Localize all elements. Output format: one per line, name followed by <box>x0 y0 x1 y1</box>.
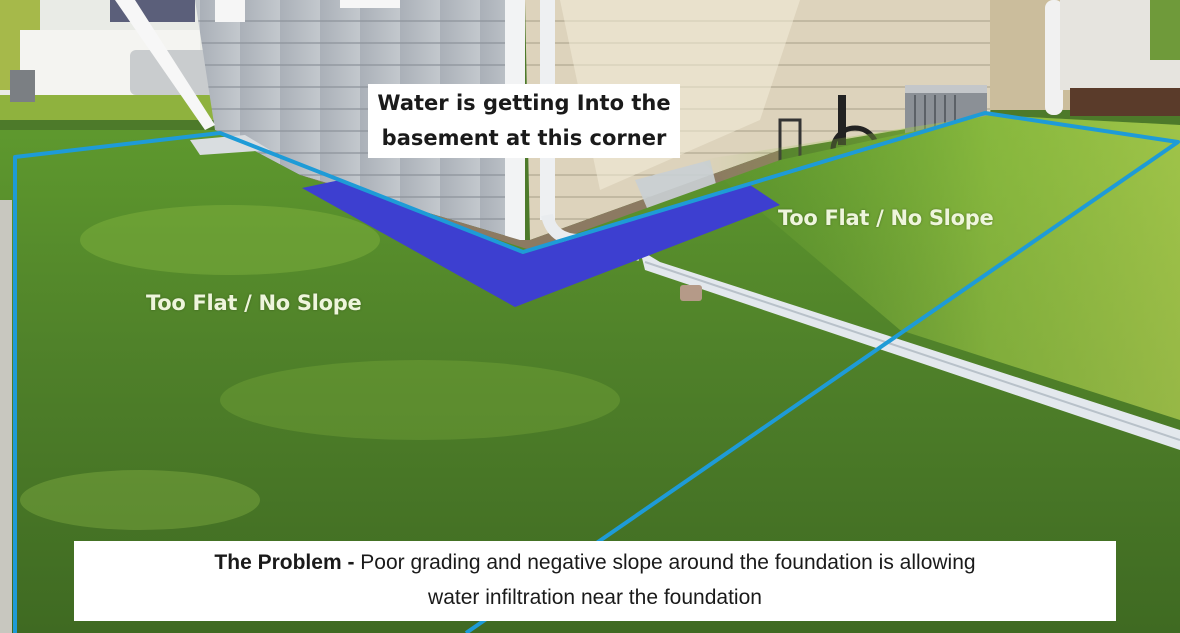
problem-area-highlight <box>302 180 780 307</box>
pole <box>115 0 215 130</box>
callout-line-1: Water is getting Into the <box>377 91 671 115</box>
problem-line-1: The Problem - Poor grading and negative … <box>74 545 1116 580</box>
problem-line-2: water infiltration near the foundation <box>428 586 762 609</box>
fence <box>0 200 12 633</box>
area-outline <box>13 111 1180 633</box>
problem-lead: The Problem - <box>214 551 355 574</box>
callout-corner-leak: Water is getting Into the basement at th… <box>368 84 680 158</box>
grass-label-right: Too Flat / No Slope <box>778 206 994 230</box>
house-wall-left <box>195 0 525 240</box>
callout-line-2: basement at this corner <box>381 126 667 150</box>
problem-line-1-text: Poor grading and negative slope around t… <box>354 551 976 574</box>
concrete-pad <box>190 135 270 155</box>
problem-caption: The Problem - Poor grading and negative … <box>74 541 1116 621</box>
grass-label-left: Too Flat / No Slope <box>146 291 362 315</box>
